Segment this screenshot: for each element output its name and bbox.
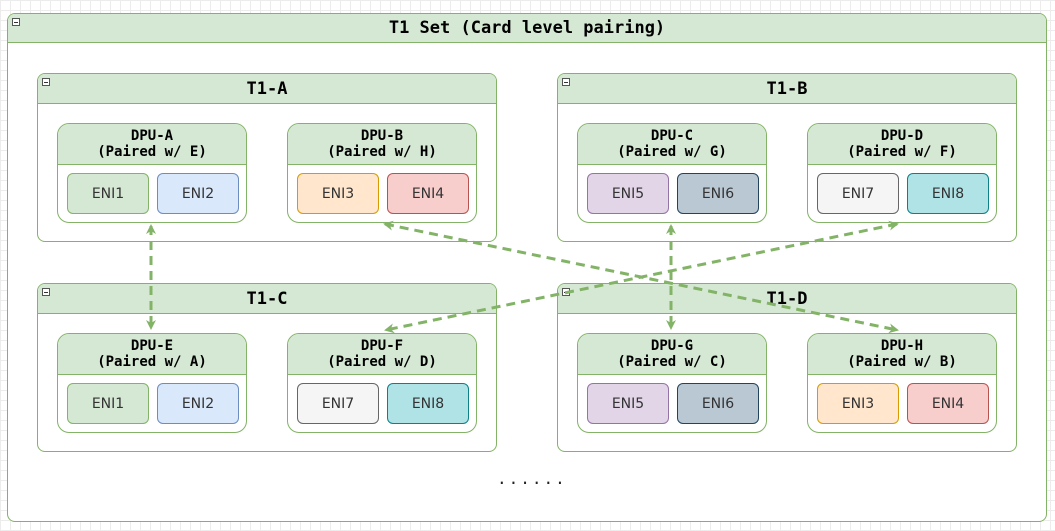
dpu-header: DPU-B(Paired w/ H) [288, 124, 476, 165]
eni-box[interactable]: ENI6 [677, 383, 759, 424]
t1-group-a: T1-A DPU-A(Paired w/ E) ENI1 ENI2 DPU-B(… [37, 73, 497, 242]
t1-group-header[interactable]: T1-D [558, 284, 1016, 314]
dpu-pairing: (Paired w/ G) [617, 144, 727, 160]
t1-group-title: T1-B [766, 79, 808, 99]
dpu-header: DPU-F(Paired w/ D) [288, 334, 476, 375]
dpu-g[interactable]: DPU-G(Paired w/ C) ENI5 ENI6 [577, 333, 767, 433]
t1-set-title: T1 Set (Card level pairing) [388, 18, 666, 38]
dpu-pairing: (Paired w/ C) [617, 354, 727, 370]
dpu-name: DPU-G [650, 338, 694, 354]
eni-box[interactable]: ENI8 [907, 173, 989, 214]
t1-group-b: T1-B DPU-C(Paired w/ G) ENI5 ENI6 DPU-D(… [557, 73, 1017, 242]
eni-box[interactable]: ENI3 [297, 173, 379, 214]
eni-box[interactable]: ENI1 [67, 383, 149, 424]
eni-box[interactable]: ENI1 [67, 173, 149, 214]
eni-box[interactable]: ENI2 [157, 383, 239, 424]
dpu-header: DPU-E(Paired w/ A) [58, 334, 246, 375]
dpu-header: DPU-C(Paired w/ G) [578, 124, 766, 165]
t1-group-header[interactable]: T1-C [38, 284, 496, 314]
dpu-pairing: (Paired w/ F) [847, 144, 957, 160]
dpu-header: DPU-G(Paired w/ C) [578, 334, 766, 375]
dpu-pairing: (Paired w/ E) [97, 144, 207, 160]
dpu-d[interactable]: DPU-D(Paired w/ F) ENI7 ENI8 [807, 123, 997, 223]
t1-group-header[interactable]: T1-B [558, 74, 1016, 104]
eni-box[interactable]: ENI6 [677, 173, 759, 214]
eni-box[interactable]: ENI8 [387, 383, 469, 424]
dpu-name: DPU-B [360, 128, 404, 144]
eni-box[interactable]: ENI2 [157, 173, 239, 214]
dpu-h[interactable]: DPU-H(Paired w/ B) ENI3 ENI4 [807, 333, 997, 433]
dpu-name: DPU-H [880, 338, 924, 354]
dpu-header: DPU-H(Paired w/ B) [808, 334, 996, 375]
t1-group-title: T1-A [246, 79, 288, 99]
dpu-pairing: (Paired w/ H) [327, 144, 437, 160]
t1-group-c: T1-C DPU-E(Paired w/ A) ENI1 ENI2 DPU-F(… [37, 283, 497, 452]
dpu-c[interactable]: DPU-C(Paired w/ G) ENI5 ENI6 [577, 123, 767, 223]
t1-set-header[interactable]: T1 Set (Card level pairing) [8, 14, 1046, 43]
eni-box[interactable]: ENI5 [587, 173, 669, 214]
t1-group-d: T1-D DPU-G(Paired w/ C) ENI5 ENI6 DPU-H(… [557, 283, 1017, 452]
dpu-e[interactable]: DPU-E(Paired w/ A) ENI1 ENI2 [57, 333, 247, 433]
eni-box[interactable]: ENI3 [817, 383, 899, 424]
eni-box[interactable]: ENI4 [907, 383, 989, 424]
dpu-pairing: (Paired w/ D) [327, 354, 437, 370]
dpu-name: DPU-D [880, 128, 924, 144]
dpu-name: DPU-F [360, 338, 404, 354]
dpu-a[interactable]: DPU-A(Paired w/ E) ENI1 ENI2 [57, 123, 247, 223]
eni-box[interactable]: ENI4 [387, 173, 469, 214]
dpu-name: DPU-A [130, 128, 174, 144]
eni-box[interactable]: ENI5 [587, 383, 669, 424]
t1-group-title: T1-C [246, 289, 288, 309]
dpu-f[interactable]: DPU-F(Paired w/ D) ENI7 ENI8 [287, 333, 477, 433]
t1-group-title: T1-D [766, 289, 808, 309]
dpu-b[interactable]: DPU-B(Paired w/ H) ENI3 ENI4 [287, 123, 477, 223]
dpu-header: DPU-D(Paired w/ F) [808, 124, 996, 165]
collapse-icon[interactable] [42, 78, 50, 86]
eni-box[interactable]: ENI7 [817, 173, 899, 214]
collapse-icon[interactable] [562, 78, 570, 86]
collapse-icon[interactable] [12, 18, 20, 26]
dpu-pairing: (Paired w/ B) [847, 354, 957, 370]
dpu-pairing: (Paired w/ A) [97, 354, 207, 370]
collapse-icon[interactable] [42, 288, 50, 296]
eni-box[interactable]: ENI7 [297, 383, 379, 424]
t1-group-header[interactable]: T1-A [38, 74, 496, 104]
dpu-name: DPU-E [130, 338, 174, 354]
dpu-name: DPU-C [650, 128, 694, 144]
dpu-header: DPU-A(Paired w/ E) [58, 124, 246, 165]
more-ellipsis: ...... [497, 469, 567, 488]
